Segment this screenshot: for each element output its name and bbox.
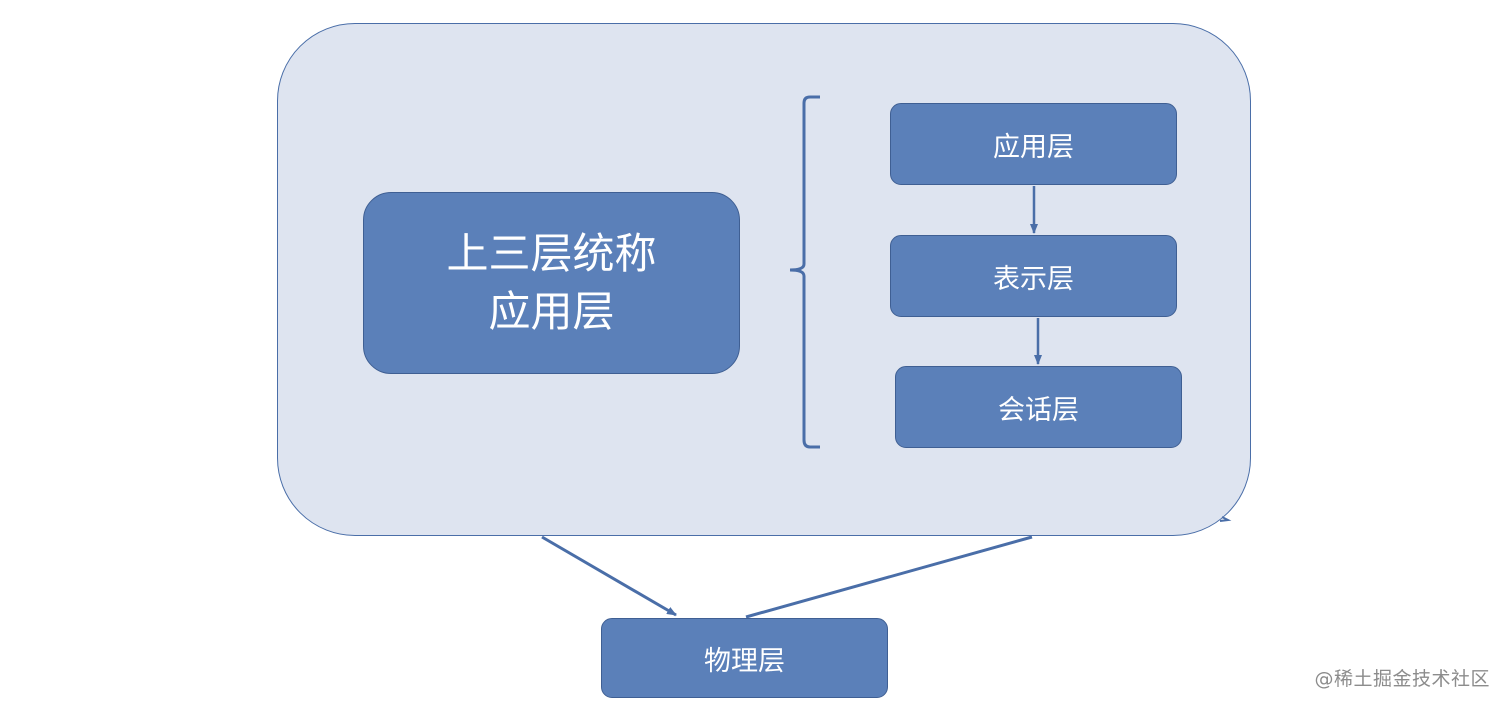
summary-line-2: 应用层 xyxy=(488,287,615,336)
line-physical-to-group xyxy=(745,535,1033,619)
watermark-text: @稀土掘金技术社区 xyxy=(1314,668,1490,690)
physical-layer-label: 物理层 xyxy=(704,645,785,677)
physical-layer-box: 物理层 xyxy=(601,618,888,698)
presentation-layer-box: 表示层 xyxy=(890,235,1177,317)
upper-three-layers-summary-box: 上三层统称 应用层 xyxy=(363,192,740,374)
session-layer-label: 会话层 xyxy=(998,394,1079,426)
session-layer-box: 会话层 xyxy=(895,366,1182,448)
arrow-group-to-physical xyxy=(541,535,677,617)
application-layer-box: 应用层 xyxy=(890,103,1177,185)
application-layer-label: 应用层 xyxy=(993,131,1074,163)
presentation-layer-label: 表示层 xyxy=(993,263,1074,295)
summary-line-1: 上三层统称 xyxy=(446,229,657,278)
